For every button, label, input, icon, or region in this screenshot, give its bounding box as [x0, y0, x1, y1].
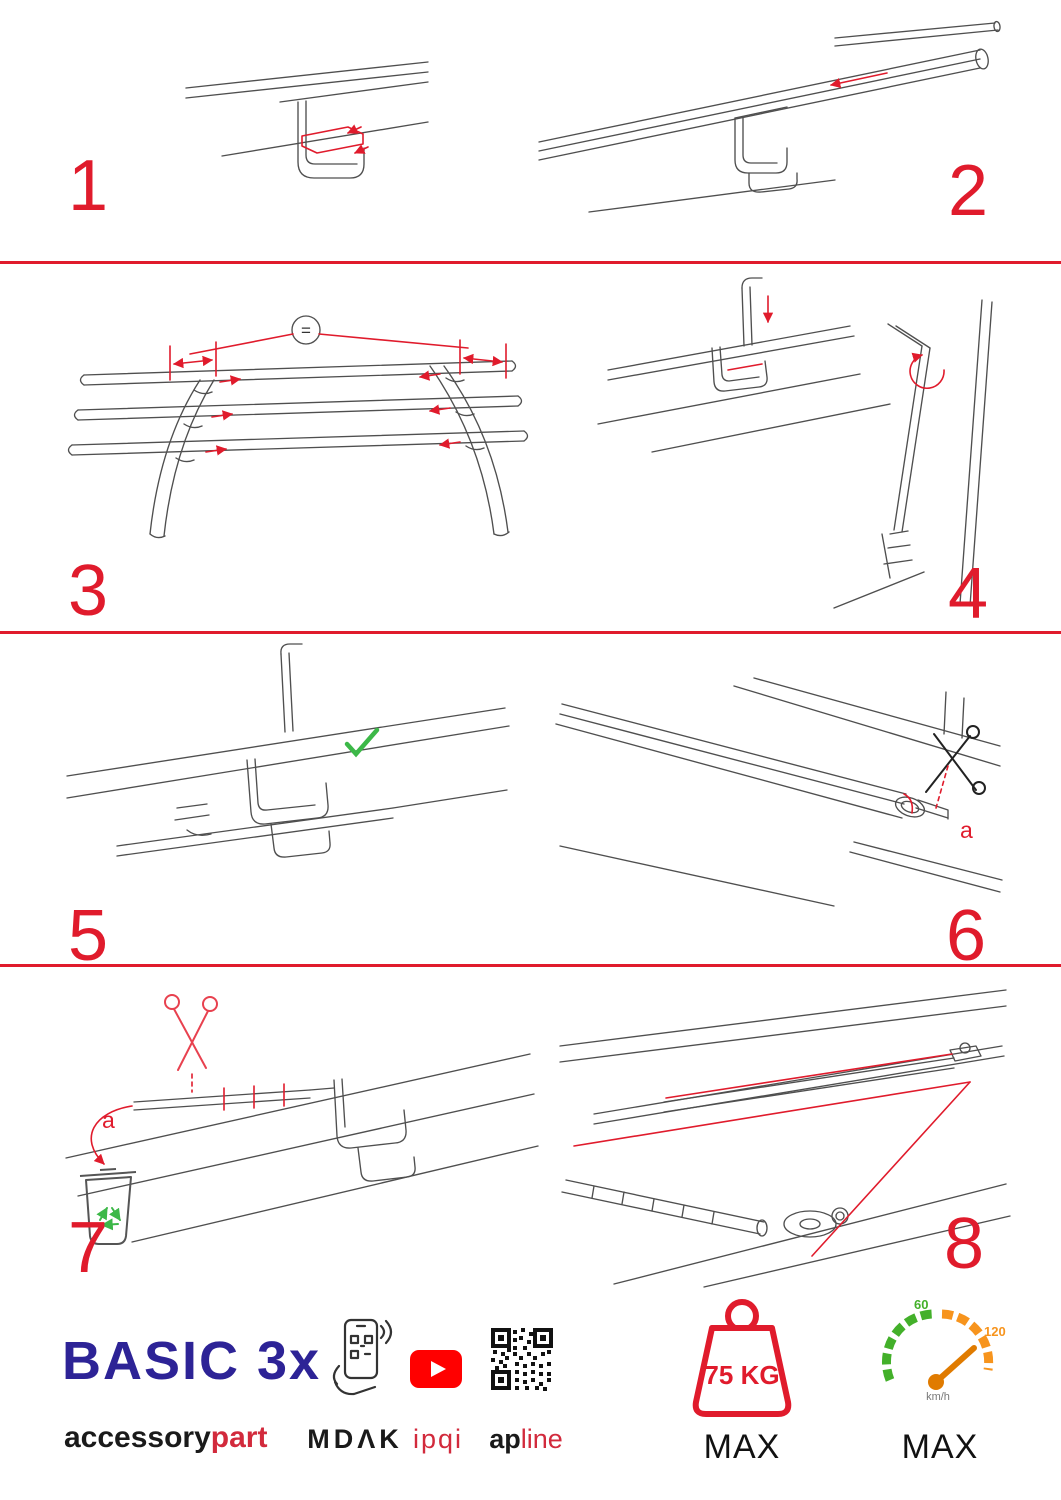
- step-8-illustration: [559, 989, 1011, 1288]
- step-2-number: 2: [948, 151, 989, 231]
- step-6-number: 6: [946, 896, 987, 976]
- step-3-illustration: =: [67, 315, 529, 539]
- step-4-number: 4: [948, 554, 989, 634]
- logo-apline-ap: ap: [489, 1424, 521, 1454]
- strip-label-a: a: [102, 1107, 115, 1133]
- weight-icon: 75 KG: [692, 1299, 792, 1417]
- step-1-number: 1: [68, 146, 109, 226]
- speedometer-icon: 60 120 km/h: [881, 1297, 1006, 1403]
- logo-mdak: MDΛK: [307, 1424, 403, 1454]
- youtube-icon: [410, 1350, 462, 1388]
- step-1-illustration: [185, 61, 429, 179]
- logo-apline-line: line: [520, 1424, 563, 1454]
- step-5-illustration: [66, 643, 510, 858]
- recycle-icon: [96, 1206, 121, 1231]
- brand-accessory: accessory: [64, 1421, 211, 1454]
- brand-accessorypart: accessorypart: [64, 1421, 267, 1455]
- scissors-icon: [925, 725, 986, 795]
- step-7-number: 7: [68, 1208, 109, 1288]
- section-divider: [0, 261, 1061, 264]
- step-2-illustration: [538, 20, 1001, 213]
- speed-unit-label: km/h: [926, 1391, 950, 1403]
- step-3-number: 3: [68, 551, 109, 631]
- equal-spacing-label: =: [301, 321, 311, 340]
- logo-apline: apline: [478, 1424, 574, 1455]
- trash-bin-icon: [79, 1168, 137, 1245]
- weight-max-label: MAX: [703, 1428, 781, 1466]
- brand-part: part: [210, 1421, 268, 1454]
- scissors-icon: [164, 994, 218, 1071]
- phone-scan-icon: [332, 1318, 393, 1396]
- section-divider: [0, 964, 1061, 967]
- logo-ipqi: ipqi: [412, 1424, 464, 1454]
- check-icon: [344, 727, 380, 758]
- weight-value: 75 KG: [704, 1360, 779, 1390]
- qr-code: [491, 1328, 553, 1391]
- strip-label-a: a: [960, 817, 973, 843]
- product-name: BASIC 3x: [62, 1331, 322, 1391]
- speed-max-label: MAX: [901, 1428, 979, 1466]
- step-5-number: 5: [68, 896, 109, 976]
- step-8-number: 8: [944, 1204, 985, 1284]
- speed-high-label: 120: [984, 1324, 1006, 1339]
- section-divider: [0, 631, 1061, 634]
- step-4-illustration: [597, 277, 993, 609]
- step-7-illustration: a: [65, 994, 539, 1245]
- step-6-illustration: a: [555, 677, 1003, 907]
- speed-low-label: 60: [914, 1297, 928, 1312]
